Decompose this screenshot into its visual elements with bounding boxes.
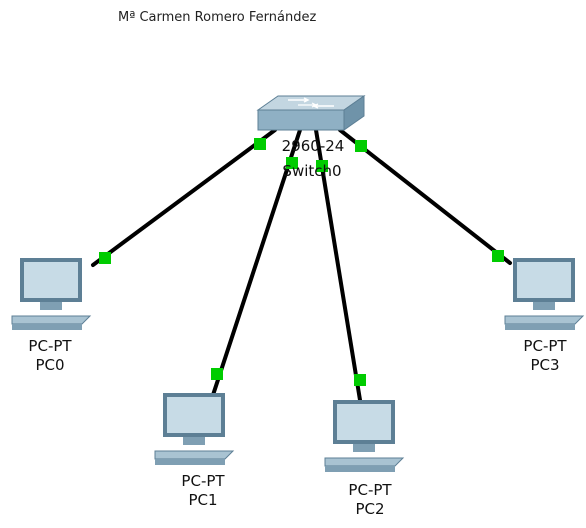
pc2-model: PC-PT: [348, 481, 392, 499]
port-light-pc3: [492, 250, 504, 262]
port-light-switch-pc1: [286, 157, 298, 169]
pc1-label: PC-PT PC1: [163, 472, 243, 510]
pc0-name: PC0: [35, 356, 65, 374]
pc0-model: PC-PT: [28, 337, 72, 355]
pc3-label: PC-PT PC3: [505, 337, 585, 375]
pc2-label: PC-PT PC2: [330, 481, 410, 519]
pc2-name: PC2: [355, 500, 385, 518]
port-light-switch-pc3: [355, 140, 367, 152]
port-light-switch-pc0: [254, 138, 266, 150]
pc0-icon[interactable]: [11, 258, 92, 330]
switch-name-label: Switch0: [282, 162, 341, 180]
pc3-name: PC3: [530, 356, 560, 374]
pc1-name: PC1: [188, 491, 218, 509]
switch-model-label: 2960-24: [282, 137, 345, 155]
pc1-icon[interactable]: [154, 393, 235, 465]
pc0-label: PC-PT PC0: [10, 337, 90, 375]
pc3-model: PC-PT: [523, 337, 567, 355]
cable-switch-pc1[interactable]: [211, 128, 302, 397]
cable-switch-pc0[interactable]: [91, 128, 277, 267]
cable-switch-pc2[interactable]: [314, 128, 362, 402]
port-light-pc2: [354, 374, 366, 386]
pc1-model: PC-PT: [181, 472, 225, 490]
port-light-switch-pc2: [316, 160, 328, 172]
pc3-icon[interactable]: [504, 258, 585, 330]
switch-icon[interactable]: [256, 95, 366, 131]
cable-switch-pc3[interactable]: [338, 128, 512, 265]
port-lights: [99, 138, 504, 386]
port-light-pc1: [211, 368, 223, 380]
port-light-pc0: [99, 252, 111, 264]
cables: [91, 128, 512, 402]
diagram-title: Mª Carmen Romero Fernández: [118, 10, 317, 25]
pc2-icon[interactable]: [324, 400, 405, 472]
